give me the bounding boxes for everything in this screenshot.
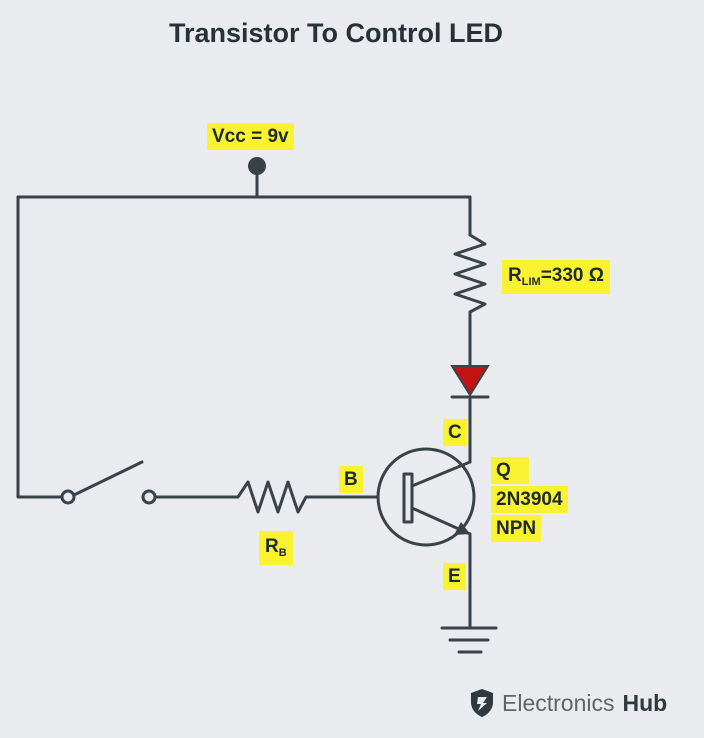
rb-label: RB — [259, 531, 293, 565]
transistor-base-bar — [402, 472, 414, 524]
wire-left — [16, 195, 64, 499]
resistor-rb — [226, 480, 380, 514]
switch-contact-left — [60, 489, 76, 505]
transistor-part-label: 2N3904 — [491, 486, 568, 513]
base-label: B — [339, 466, 363, 493]
switch-lever — [72, 460, 144, 497]
logo-brand: Electronics — [502, 689, 615, 716]
transistor-body — [376, 447, 476, 547]
collector-label: C — [443, 419, 467, 446]
rb-symbol: R — [265, 536, 279, 557]
logo-suffix: Hub — [622, 689, 668, 716]
resistor-rlim — [453, 233, 487, 314]
shield-logo-icon — [471, 689, 493, 717]
switch-contact-right — [141, 489, 157, 505]
rlim-label: RLIM=330 Ω — [502, 260, 610, 294]
emitter-label: E — [443, 563, 466, 590]
led-triangle — [450, 365, 490, 397]
vcc-label: Vcc = 9v — [207, 123, 294, 150]
page-title: Transistor To Control LED — [168, 18, 503, 48]
emitter-arrow-icon — [454, 522, 470, 535]
transistor-collector — [410, 460, 472, 488]
rlim-symbol: R — [508, 265, 522, 286]
electronics-hub-logo: Electronics Hub — [470, 688, 667, 718]
rb-subscript: B — [278, 547, 287, 559]
rlim-subscript: LIM — [521, 276, 541, 288]
rlim-value: =330 Ω — [540, 265, 604, 286]
transistor-name-label: Q — [491, 457, 529, 484]
vcc-terminal — [248, 157, 266, 175]
transistor-type-label: NPN — [491, 515, 542, 542]
